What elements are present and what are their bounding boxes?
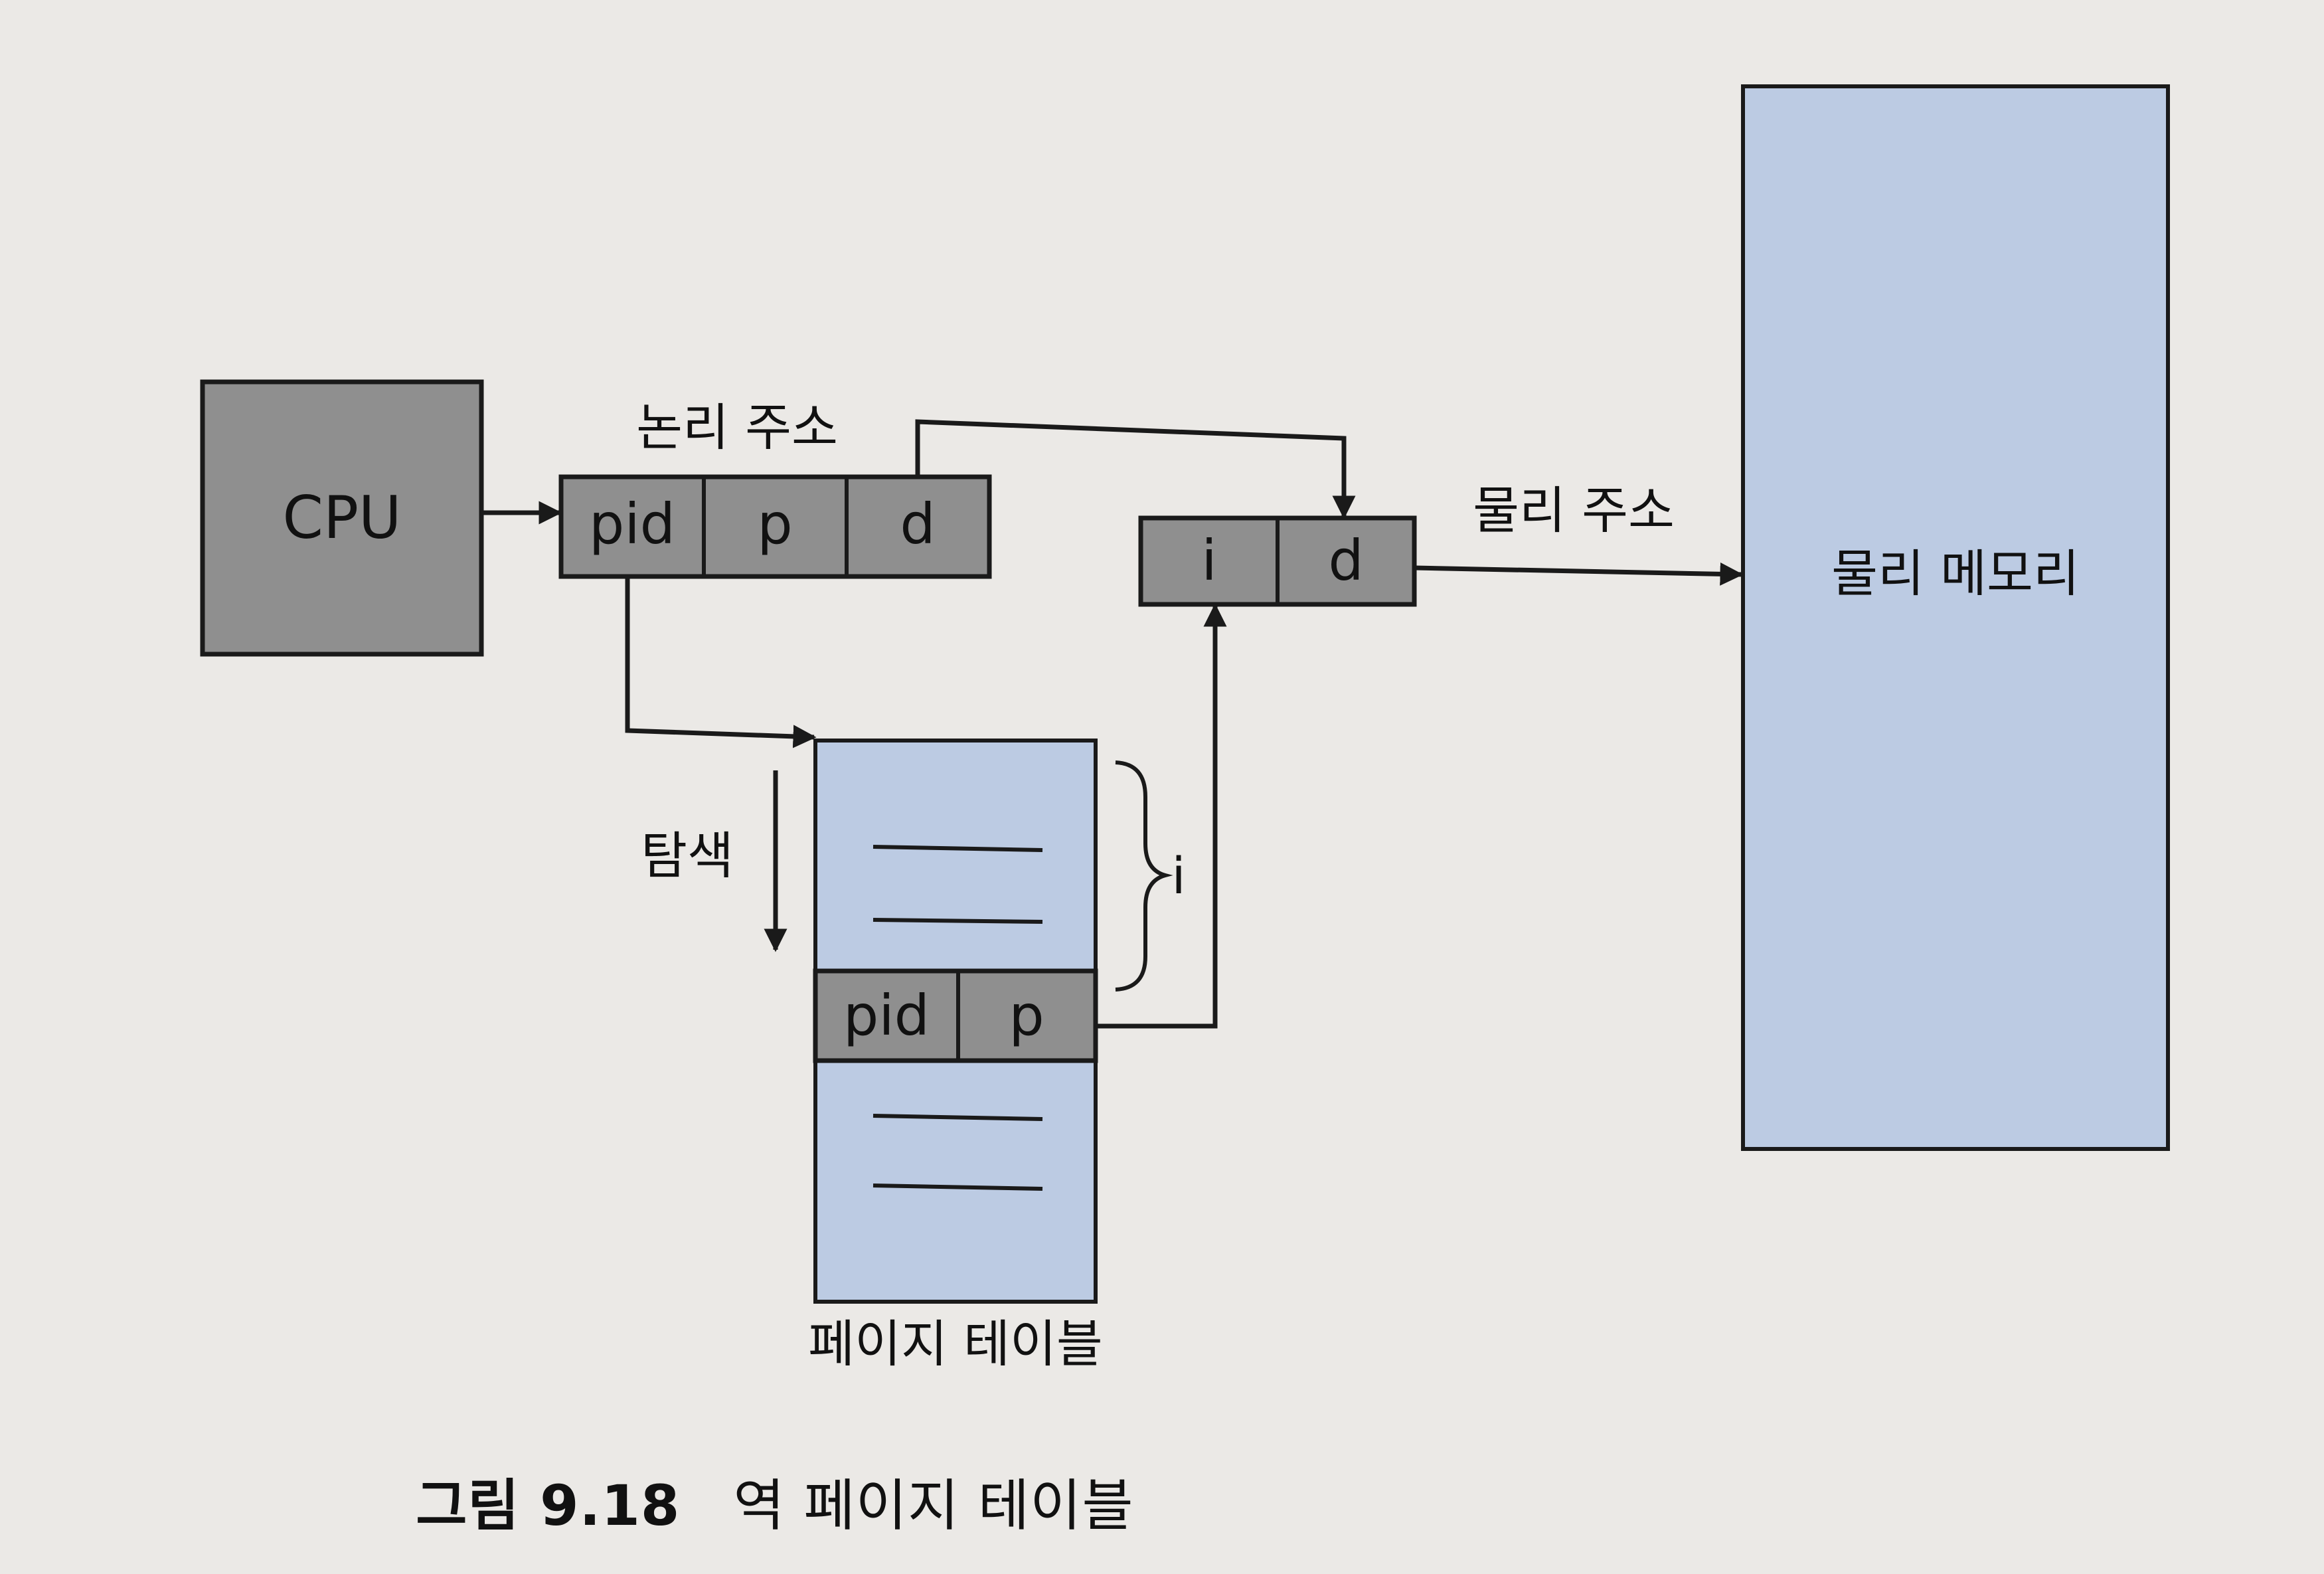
entry-field-p: p (1009, 983, 1044, 1048)
page-table-entry-line (872, 918, 1043, 924)
logical-field-d: d (900, 491, 935, 557)
cpu-label: CPU (283, 483, 402, 552)
page-table-label: 페이지 테이블 (808, 1314, 1103, 1373)
search-direction: 탐색 (641, 770, 788, 952)
offset-d-arrow (915, 419, 1356, 519)
search-label: 탐색 (641, 826, 734, 885)
page-table: pid p 페이지 테이블 (808, 739, 1103, 1373)
physical-address-label: 물리 주소 (1473, 481, 1675, 540)
index-to-physical-arrow (1096, 603, 1227, 1029)
logical-address: 논리 주소 pid p d (558, 398, 992, 579)
logical-field-p: p (757, 491, 792, 557)
figure-number: 그림 9.18 (416, 1473, 681, 1538)
logical-address-register (558, 474, 992, 579)
physical-field-i: i (1201, 528, 1216, 593)
page-table-entry-line (872, 1114, 1043, 1121)
logical-field-pid: pid (589, 491, 675, 557)
physical-field-d: d (1328, 528, 1363, 593)
connections (481, 419, 1744, 1029)
page-table-entry-line (872, 845, 1043, 852)
page-table-entry-line (872, 1183, 1043, 1191)
pid-p-to-page-table-arrow (625, 576, 817, 748)
physical-to-memory-arrow (1414, 562, 1744, 586)
physical-memory-label: 물리 메모리 (1831, 544, 2080, 603)
index-brace: i (1115, 760, 1186, 992)
cpu-box (200, 379, 484, 657)
page-table-matching-entry (813, 968, 1098, 1063)
logical-address-label: 논리 주소 (636, 398, 838, 457)
figure-title: 역 페이지 테이블 (733, 1473, 1134, 1538)
physical-memory: 물리 메모리 (1741, 84, 2170, 1151)
index-label: i (1171, 846, 1185, 905)
figure-caption: 그림 9.18 역 페이지 테이블 (0, 1461, 1550, 1541)
cpu-block: CPU (200, 379, 484, 657)
physical-address: 물리 주소 i d (1138, 481, 1675, 607)
physical-memory-box (1741, 84, 2170, 1151)
entry-field-pid: pid (843, 983, 930, 1048)
